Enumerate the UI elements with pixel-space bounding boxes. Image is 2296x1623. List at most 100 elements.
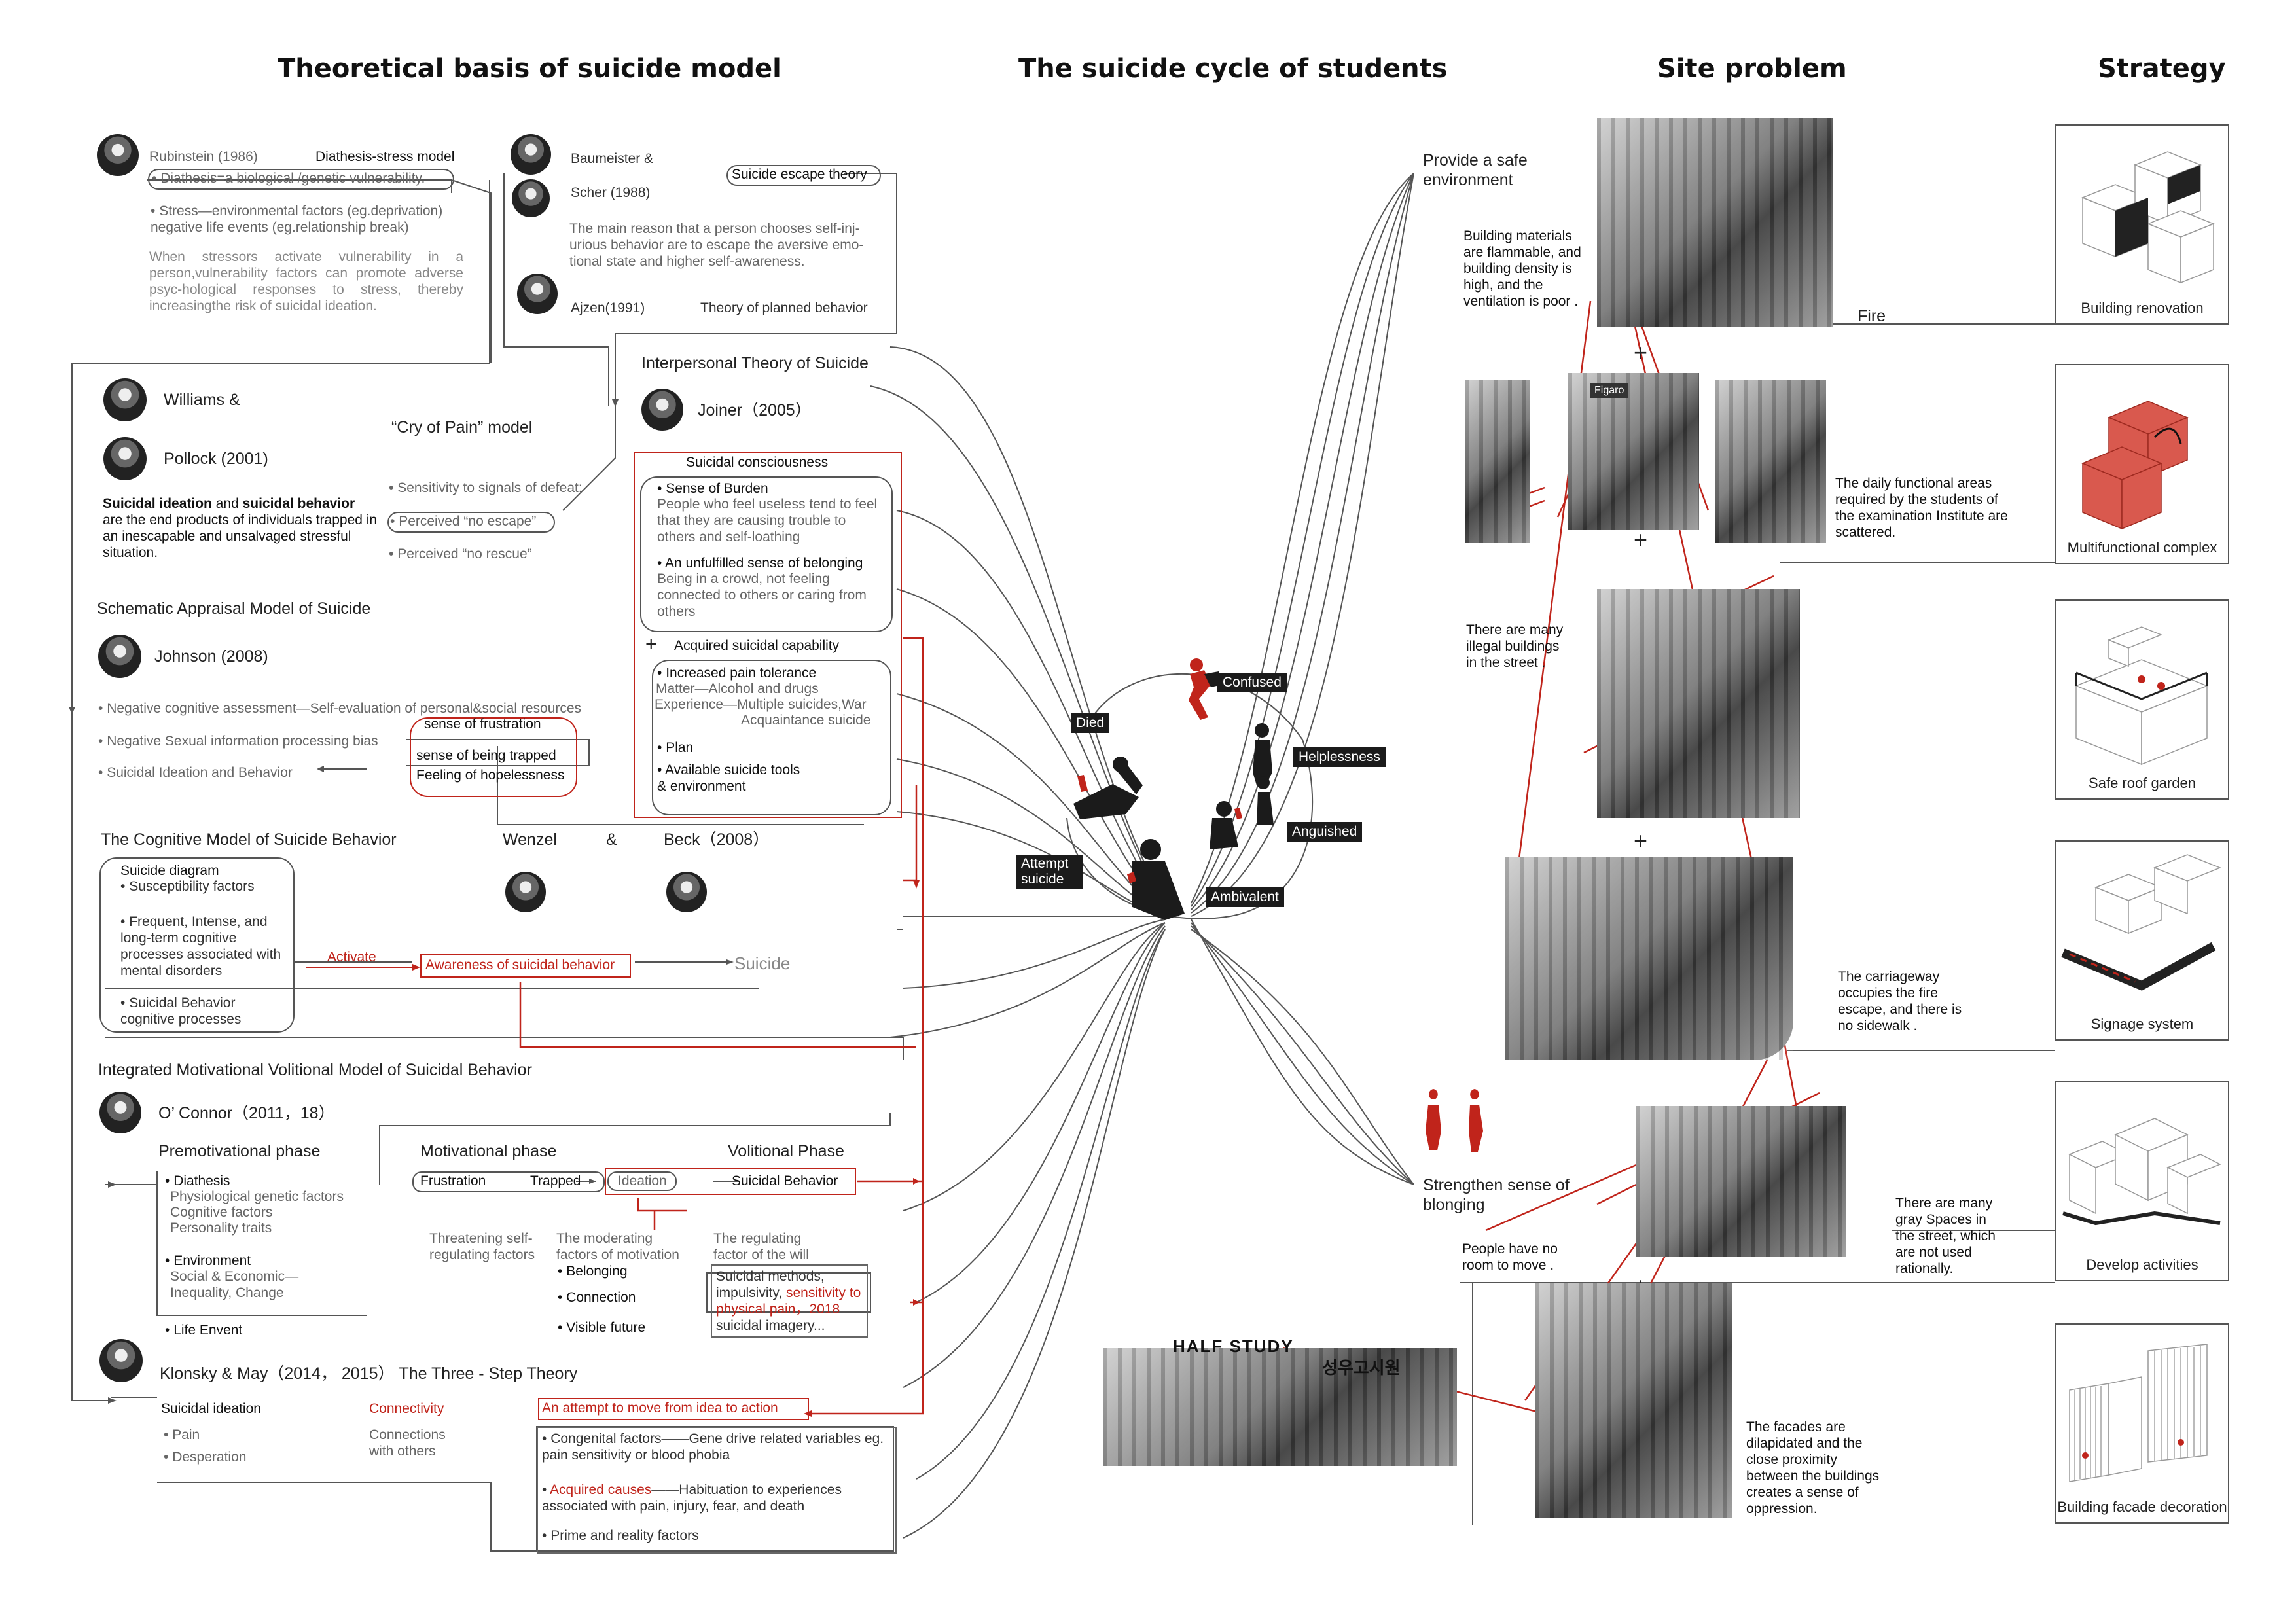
wenzel-avatar <box>505 872 546 912</box>
capability-label: Acquired suicidal capability <box>674 638 840 653</box>
strategy-signage-system: Signage system <box>2055 840 2229 1041</box>
moderating-connection: • Connection <box>558 1290 636 1305</box>
suicide-label: Suicide <box>734 954 791 973</box>
joiner-author: Joiner（2005） <box>698 401 812 419</box>
ts-ideation: Suicidal ideation <box>161 1401 261 1416</box>
interpersonal-title: Interpersonal Theory of Suicide <box>641 354 869 372</box>
diathesis-sub3: Personality traits <box>170 1221 272 1236</box>
site-photo-facades <box>1535 1283 1732 1518</box>
plus-icon: + <box>1634 827 1648 854</box>
klonsky-avatar <box>99 1339 143 1382</box>
factors-box <box>537 1427 897 1554</box>
site-photo-shop-2 <box>1568 373 1699 530</box>
strategy-label-1: Building renovation <box>2081 300 2204 316</box>
site-photo-scaffolding <box>1597 589 1800 818</box>
ideation-pill <box>607 1171 677 1191</box>
williams-avatar <box>103 378 147 421</box>
volitional-label: Volitional Phase <box>728 1142 844 1160</box>
suicide-diagram-label: Suicide diagram <box>120 863 219 878</box>
site-fire-label: Fire <box>1857 307 1886 325</box>
schematic-bullet3: • Suicidal Ideation and Behavior <box>98 765 293 780</box>
awareness-label: Awareness of suicidal behavior <box>425 957 615 972</box>
ts-attempt: An attempt to move from idea to action <box>542 1400 778 1416</box>
motivational-label: Motivational phase <box>420 1142 557 1160</box>
consciousness-label: Suicidal consciousness <box>686 455 829 470</box>
state-ambivalent: Ambivalent <box>1206 887 1284 907</box>
suicide-diagram-box <box>99 857 295 1033</box>
life-event-item: • Life Envent <box>165 1323 243 1338</box>
site-gray-desc: There are many gray Spaces in the street… <box>1895 1196 1996 1276</box>
state-attempt-suicide: Attempt suicide <box>1016 855 1083 889</box>
oconnor-avatar <box>99 1092 141 1133</box>
diathesis-line1: • Diathesis=a biological /genetic vulner… <box>152 171 425 186</box>
cry-paragraph: Suicidal ideation and suicidal behavior … <box>103 496 378 560</box>
capability-box <box>652 660 891 815</box>
cry-model-name: “Cry of Pain” model <box>391 418 533 437</box>
beck-avatar <box>666 872 707 912</box>
site-photo-street <box>1505 857 1793 1060</box>
beck-author: Beck（2008） <box>664 830 770 849</box>
ts-acquired: • Acquired causes——Habituation to experi… <box>542 1482 842 1514</box>
diathesis-line2: • Stress—environmental factors (eg.depri… <box>151 204 443 235</box>
feeling-frustration: sense of frustration <box>424 717 541 732</box>
matter-text: Matter—Alcohol and drugs <box>656 681 819 696</box>
site-scattered-desc: The daily functional areas required by t… <box>1835 476 2008 540</box>
volitional-box <box>605 1168 856 1195</box>
facade-icon <box>2069 1344 2208 1482</box>
johnson-avatar <box>98 635 141 678</box>
johnson-author: Johnson (2008) <box>154 647 268 666</box>
schematic-bullet2: • Negative Sexual information processing… <box>98 734 378 749</box>
sign-korean: 성우고시원 <box>1322 1358 1401 1378</box>
site-carriage-desc: The carriageway occupies the fire escape… <box>1838 969 1962 1033</box>
pain-tolerance: • Increased pain tolerance <box>657 666 817 681</box>
burden-text: People who feel useless tend to feel tha… <box>657 497 878 544</box>
cry-author2: Pollock (2001) <box>164 450 268 468</box>
heading-theory: Theoretical basis of suicide model <box>278 54 781 84</box>
regulating-factor: The regulating factor of the will <box>713 1231 809 1262</box>
imv-title: Integrated Motivational Volitional Model… <box>98 1061 532 1079</box>
site-photo-halfstudy <box>1103 1348 1457 1466</box>
site-photo-shop-3 <box>1715 380 1826 543</box>
escape-pill <box>726 165 881 186</box>
environment-sub: Social & Economic— Inequality, Change <box>170 1269 299 1300</box>
interpersonal-frame <box>634 452 902 818</box>
cry-bullet2: • Perceived “no escape” <box>390 514 537 529</box>
frustration-step: Frustration <box>420 1173 486 1188</box>
premotivational-label: Premotivational phase <box>158 1142 321 1160</box>
strategy-multifunctional-complex: Multifunctional complex <box>2055 364 2229 564</box>
baumeister-avatar <box>511 134 551 175</box>
behavior-cognitive-item: • Suicidal Behavior cognitive processes <box>120 995 242 1027</box>
state-confused: Confused <box>1217 673 1287 692</box>
joiner-avatar <box>641 389 683 431</box>
ts-desperation: • Desperation <box>164 1450 247 1465</box>
cry-bullet1: • Sensitivity to signals of defeat: <box>389 480 583 495</box>
state-died: Died <box>1071 713 1110 733</box>
frequent-item: • Frequent, Intense, and long-term cogni… <box>120 914 281 978</box>
roof-garden-icon <box>2074 626 2209 766</box>
ts-connections: Connections with others <box>369 1427 446 1459</box>
ajzen-avatar <box>517 274 558 314</box>
feelings-oval <box>410 717 577 797</box>
ts-pain: • Pain <box>164 1427 200 1442</box>
renovation-icon <box>2081 151 2215 284</box>
escape-model-name: Suicide escape theory <box>732 167 867 182</box>
ts-congenital: • Congenital factors——Gene drive related… <box>542 1431 884 1463</box>
heading-cycle: The suicide cycle of students <box>1018 54 1448 84</box>
activate-label: Activate <box>327 950 376 965</box>
rubinstein-avatar <box>97 134 139 176</box>
site-room-desc: People have no room to move . <box>1462 1241 1558 1273</box>
author-amp: & <box>606 830 617 849</box>
diathesis-pill <box>148 169 454 190</box>
belong-text: Being in a crowd, not feeling connected … <box>657 571 867 619</box>
belong-heading: • An unfulfilled sense of belonging <box>657 556 863 571</box>
complex-icon <box>2081 401 2189 530</box>
motivational-pill <box>412 1171 605 1192</box>
moderating-factors: The moderating factors of motivation <box>556 1231 679 1262</box>
consciousness-box <box>640 476 893 632</box>
diathesis-model-name: Diathesis-stress model <box>315 149 455 164</box>
strategy-label-6: Building facade decoration <box>2057 1499 2227 1515</box>
tools-item: • Available suicide tools & environment <box>657 762 800 794</box>
signage-icon <box>2061 854 2222 991</box>
diathesis-item: • Diathesis <box>165 1173 230 1188</box>
